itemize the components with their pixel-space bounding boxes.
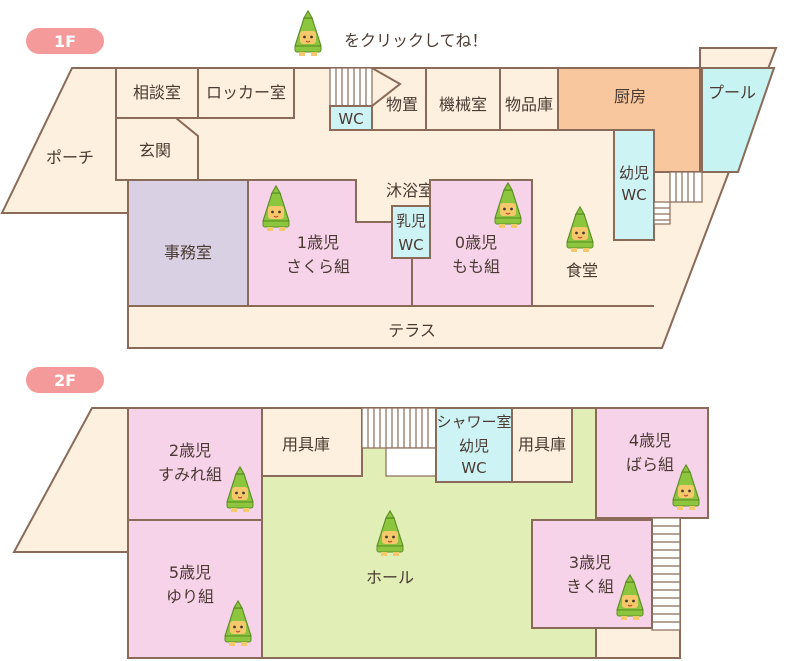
room-kiku[interactable]: 3歳児 きく組 [531,519,653,629]
svg-text:WC: WC [338,110,363,128]
room-wc-1f[interactable]: WC [329,105,373,131]
room-supply[interactable]: 物品庫 [499,67,559,131]
room-entrance[interactable]: 玄関 [115,117,199,181]
room-shower-child-wc[interactable]: シャワー室 幼児 WC [435,407,513,483]
svg-text:プール: プール [708,83,756,102]
svg-text:すみれ組: すみれ組 [158,465,222,484]
svg-text:乳児: 乳児 [396,212,426,230]
room-dining: 食堂 [566,261,598,280]
room-child-wc-1f[interactable]: 幼児 WC [613,129,655,241]
svg-text:幼児: 幼児 [619,164,649,182]
svg-text:さくら組: さくら組 [286,257,350,276]
svg-text:厨房: 厨房 [614,87,646,106]
room-office[interactable]: 事務室 [127,179,249,307]
room-bath: 沐浴室 [386,181,434,200]
svg-text:2F: 2F [54,371,76,390]
floor-2-plan: ホール 用具庫 シャワー室 幼児 WC 用具庫 [12,407,709,659]
room-storage[interactable]: 物置 [368,67,427,131]
stairs-2f-right [651,517,681,631]
room-equipment-left[interactable]: 用具庫 [261,407,363,477]
svg-text:ゆり組: ゆり組 [166,587,214,606]
svg-text:1歳児: 1歳児 [297,233,339,252]
svg-text:きく組: きく組 [566,577,614,596]
svg-text:物置: 物置 [386,95,418,114]
room-pool[interactable]: プール [701,67,776,173]
svg-text:用具庫: 用具庫 [282,435,330,454]
svg-text:機械室: 機械室 [439,95,487,114]
svg-text:4歳児: 4歳児 [629,431,671,450]
svg-text:WC: WC [461,459,486,477]
svg-text:ホール: ホール [366,568,414,587]
svg-text:用具庫: 用具庫 [518,435,566,454]
room-equipment-right[interactable]: 用具庫 [511,407,573,483]
svg-text:幼児: 幼児 [459,437,489,455]
svg-text:ばら組: ばら組 [626,455,674,474]
svg-text:相談室: 相談室 [133,83,181,102]
click-instruction: をクリックしてね！ [344,31,488,50]
floor-2f-badge: 2F [26,367,104,393]
svg-text:玄関: 玄関 [139,141,171,160]
svg-text:事務室: 事務室 [164,243,212,262]
svg-text:2歳児: 2歳児 [169,441,211,460]
svg-text:3歳児: 3歳児 [569,553,611,572]
svg-text:0歳児: 0歳児 [455,233,497,252]
room-porch: ポーチ [46,148,94,167]
stairs-1f-top [329,67,373,107]
svg-text:シャワー室: シャワー室 [436,413,511,431]
stairs-1f-right [653,171,703,225]
svg-text:物品庫: 物品庫 [505,95,553,114]
floor-1f-badge: 1F [26,28,104,54]
svg-text:1F: 1F [54,32,76,51]
svg-text:WC: WC [398,236,423,254]
room-consult[interactable]: 相談室 [115,67,199,119]
room-infant-wc[interactable]: 乳児 WC [391,205,431,259]
svg-text:もも組: もも組 [452,257,500,276]
svg-text:ロッカー室: ロッカー室 [206,83,286,102]
room-terrace: テラス [388,321,436,340]
svg-text:5歳児: 5歳児 [169,563,211,582]
floor-1-plan: 相談室 ロッカー室 ポーチ 玄関 WC 物置 [0,47,778,349]
room-locker[interactable]: ロッカー室 [197,67,295,119]
room-machine[interactable]: 機械室 [425,67,501,131]
svg-text:WC: WC [621,186,646,204]
mascot-icon [294,10,322,57]
